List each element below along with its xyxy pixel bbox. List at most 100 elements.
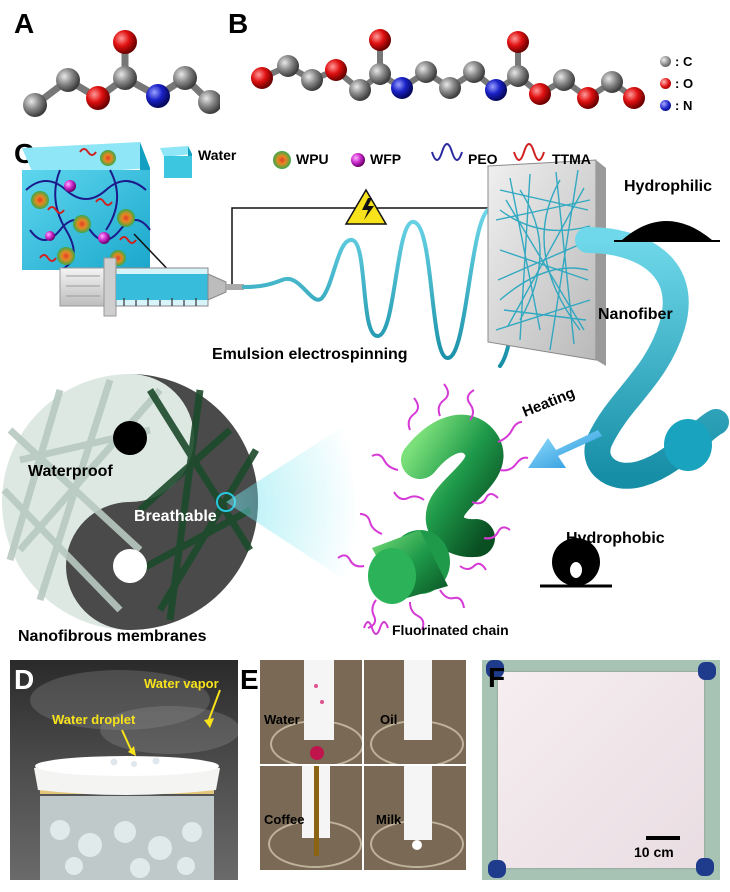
oxygen-swatch-icon (660, 77, 671, 89)
atom-legend: : C : O : N (660, 50, 728, 116)
water-cube-icon (160, 146, 192, 178)
ttma-legend-icon (513, 143, 545, 161)
schematic-c (1, 142, 729, 635)
water-droplet-label: Water droplet (52, 712, 136, 727)
wpu-particle (31, 191, 49, 209)
fluorinated-fiber (337, 383, 529, 631)
heating-arrow-icon (528, 430, 602, 468)
nitrogen-atom (485, 79, 507, 101)
carbon-atom (198, 90, 220, 114)
wfp-legend-icon (351, 153, 365, 167)
photo-d-water-vapor: Water vapor Water droplet (10, 660, 238, 880)
carbon-atom (301, 69, 323, 91)
oxygen-atom (577, 87, 599, 109)
oxygen-atom (251, 67, 273, 89)
molecule-b (251, 29, 645, 109)
carbon-atom (56, 68, 80, 92)
carbon-atom (277, 55, 299, 77)
test-cell-milk: Milk (364, 766, 466, 870)
panel-label-e: E (240, 664, 259, 695)
panel-label-f: F (488, 662, 506, 693)
carbon-atom (439, 77, 461, 99)
carbon-swatch-icon (660, 55, 671, 67)
beaker-scene (30, 670, 238, 880)
milk-test-label: Milk (376, 812, 402, 827)
oxygen-atom (113, 30, 137, 54)
membrane-sheet (498, 672, 704, 868)
carbon-atom (173, 66, 197, 90)
test-cell-water: Water (260, 660, 362, 764)
carbon-atom (369, 63, 391, 85)
wpu-particle (73, 215, 91, 233)
oxygen-atom (529, 83, 551, 105)
carbon-atom (507, 65, 529, 87)
coffee-test-label: Coffee (264, 812, 305, 827)
hydrophilic-droplet-icon (622, 221, 712, 240)
glove-icon (696, 858, 714, 876)
scale-bar-label: 10 cm (634, 844, 674, 860)
hydrophobic-droplet-icon (540, 538, 612, 588)
hydrophobic-label: Hydrophobic (566, 530, 665, 547)
water-test-label: Water (264, 712, 300, 727)
carbon-atom (601, 71, 623, 93)
wpu-particle (100, 150, 116, 166)
scale-bar (646, 836, 680, 840)
legend-ttma-label: TTMA (552, 151, 591, 167)
legend-peo-label: PEO (468, 151, 498, 167)
breathable-label: Breathable (134, 508, 217, 525)
high-voltage-icon (344, 188, 388, 225)
glove-icon (488, 860, 506, 878)
yin-yang-membrane (1, 374, 260, 630)
panel-label-a: A (14, 8, 35, 39)
nitrogen-atom (146, 84, 170, 108)
nanofiber-tube (575, 227, 729, 489)
carbon-atom (415, 61, 437, 83)
test-cell-oil: Oil (364, 660, 466, 764)
photo-e-liquid-tests: Water Oil Coffee Milk (260, 660, 466, 870)
wfp-particle (64, 180, 76, 192)
carbon-atom (463, 61, 485, 83)
wpu-particle (57, 247, 75, 265)
wpu-particle (117, 209, 135, 227)
legend-water-label: Water (198, 147, 237, 163)
electrospinning-jet (242, 205, 517, 368)
nanofiber-label: Nanofiber (598, 306, 673, 323)
panel-label-b: B (228, 8, 249, 39)
test-cell-coffee: Coffee (260, 766, 362, 870)
wfp-particle (98, 232, 110, 244)
hydrophilic-label: Hydrophilic (624, 178, 713, 195)
oxygen-atom (86, 86, 110, 110)
oxygen-atom (623, 87, 645, 109)
legend-wfp-label: WFP (370, 151, 402, 167)
glove-icon (486, 660, 504, 678)
syringe (59, 257, 244, 317)
molecule-a (23, 30, 220, 117)
oxygen-atom (507, 31, 529, 53)
photo-f-large-membrane: 10 cm (482, 660, 720, 880)
peo-legend-icon (431, 143, 463, 161)
oxygen-atom (369, 29, 391, 51)
carbon-atom (113, 66, 137, 90)
wpu-legend-icon (273, 151, 291, 169)
emulsion-electrospinning-label: Emulsion electrospinning (212, 346, 408, 363)
atom-legend-nitrogen: : N (660, 94, 728, 116)
carbon-atom (553, 69, 575, 91)
fluorinated-chain-icon (363, 621, 389, 635)
emulsion-cube (22, 142, 151, 271)
nitrogen-atom (391, 77, 413, 99)
oxygen-atom (325, 59, 347, 81)
legend-wpu-label: WPU (296, 151, 329, 167)
nanofibrous-membranes-label: Nanofibrous membranes (18, 628, 207, 645)
atom-legend-carbon: : C (660, 50, 728, 72)
water-vapor-label: Water vapor (144, 676, 219, 691)
carbon-atom (23, 93, 47, 117)
nitrogen-swatch-icon (660, 99, 671, 111)
collector-plate (487, 159, 606, 366)
panel-label-d: D (14, 664, 35, 695)
wfp-particle (45, 231, 55, 241)
water-drop-icon (310, 746, 324, 760)
waterproof-label: Waterproof (28, 463, 113, 480)
atom-legend-oxygen: : O (660, 72, 728, 94)
glove-icon (698, 662, 716, 680)
fluorinated-chain-label: Fluorinated chain (392, 622, 509, 638)
